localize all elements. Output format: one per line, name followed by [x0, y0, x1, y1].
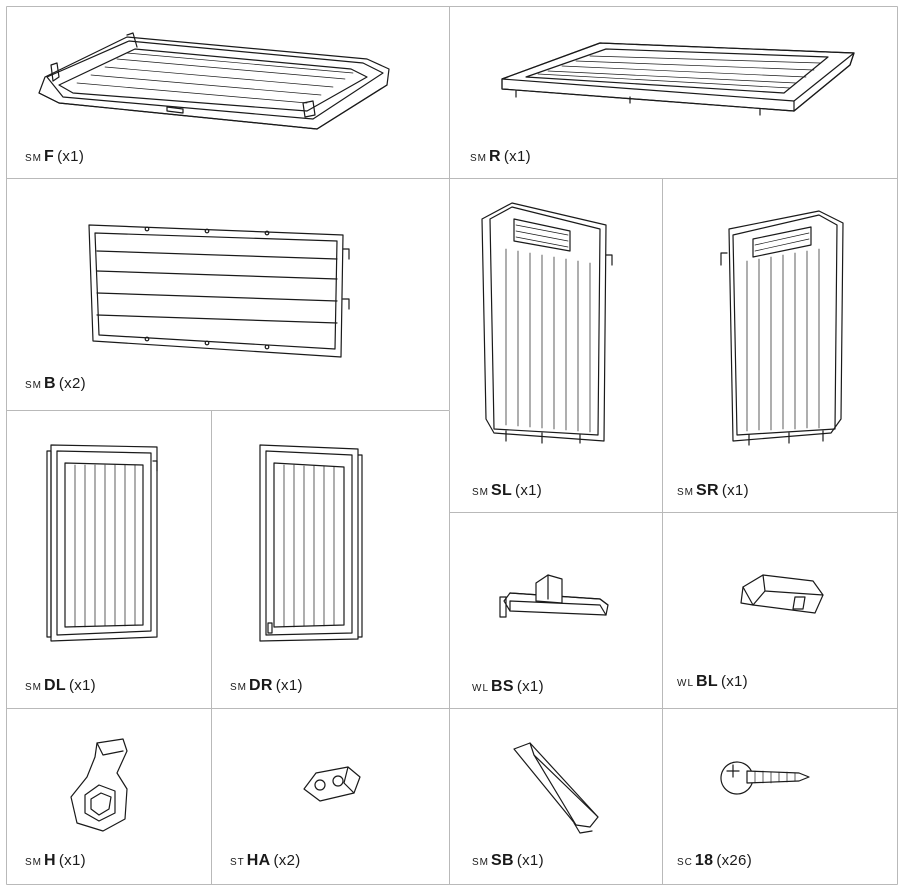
roof-illustration	[450, 7, 897, 147]
side-left-illustration	[450, 179, 662, 469]
hinge-ha-illustration	[212, 709, 449, 849]
support-sb-illustration	[450, 709, 662, 849]
handle-illustration	[7, 709, 211, 849]
door-left-illustration	[7, 411, 211, 673]
floor-illustration	[7, 7, 449, 147]
back-panel-illustration	[7, 179, 449, 379]
bracket-bl-illustration	[663, 513, 897, 663]
bracket-bs-illustration	[450, 513, 662, 663]
screw-illustration	[663, 709, 897, 849]
door-right-illustration	[212, 411, 449, 673]
side-right-illustration	[663, 179, 897, 469]
